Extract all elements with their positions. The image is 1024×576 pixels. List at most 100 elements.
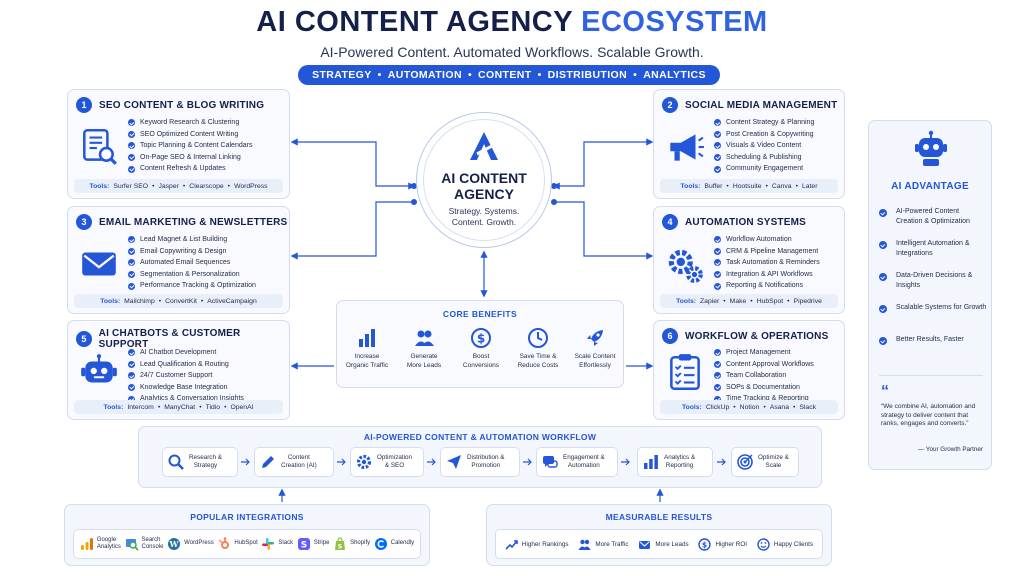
svg-text:$: $ xyxy=(702,540,707,549)
pillar-analytics: ANALYTICS xyxy=(643,69,706,81)
svg-text:S: S xyxy=(301,541,307,551)
arrow-right-icon xyxy=(717,458,726,466)
results-row: Higher Rankings More Traffic More Leads … xyxy=(495,529,823,559)
result-more-traffic: More Traffic xyxy=(578,538,628,551)
mail-icon xyxy=(639,540,651,549)
list-item: Automated Email Sequences xyxy=(128,257,256,269)
megaphone-icon xyxy=(670,134,704,161)
calendly-icon xyxy=(374,538,387,550)
list-item: Analytics & Conversation Insights xyxy=(128,393,244,405)
quote-mark: “ xyxy=(881,383,889,400)
card-title: AUTOMATION SYSTEMS xyxy=(685,216,807,228)
result-higher-rankings: Higher Rankings xyxy=(505,538,568,551)
list-item: Reporting & Notifications xyxy=(714,280,820,292)
card-bullets: Keyword Research & Clustering SEO Optimi… xyxy=(128,117,252,175)
measurable-results: MEASURABLE RESULTS Higher Rankings More … xyxy=(486,504,832,566)
robot-icon xyxy=(915,130,947,166)
arrow-right-icon xyxy=(241,458,250,466)
seo-document-search-icon xyxy=(83,128,117,165)
dollar-icon: $ xyxy=(698,537,712,551)
workflow-step-engagement: Engagement &Automation xyxy=(536,447,618,477)
card-tools: Tools:Buffer•Hootsuite•Canva•Later xyxy=(660,179,838,193)
workflow-title: AI-POWERED CONTENT & AUTOMATION WORKFLOW xyxy=(363,432,597,442)
list-item: Segmentation & Personalization xyxy=(128,269,256,281)
card-number: 2 xyxy=(662,97,678,113)
list-item: Email Copywriting & Design xyxy=(128,246,256,258)
title-accent: ECOSYSTEM xyxy=(581,6,768,38)
arrow-right-icon xyxy=(621,458,630,466)
advantage-title: AI ADVANTAGE xyxy=(891,181,969,192)
ai-advantage-panel: AI ADVANTAGE AI-Powered Content Creation… xyxy=(868,120,992,470)
card-title: SOCIAL MEDIA MANAGEMENT xyxy=(685,99,838,111)
card-social-media: 2 SOCIAL MEDIA MANAGEMENT Content Strateg… xyxy=(653,89,845,199)
card-bullets: Content Strategy & Planning Post Creatio… xyxy=(714,117,814,175)
svg-text:W: W xyxy=(169,539,180,549)
pillar-separator: • xyxy=(537,69,542,81)
card-workflow-operations: 6 WORKFLOW & OPERATIONS Project Managemen… xyxy=(653,320,845,420)
arrow-right-icon xyxy=(427,458,436,466)
title-main: AI CONTENT AGENCY xyxy=(256,6,573,38)
list-item: SEO Optimized Content Writing xyxy=(128,129,252,141)
list-item: Intelligent Automation & Integrations xyxy=(879,239,987,259)
list-item: CRM & Pipeline Management xyxy=(714,246,820,258)
arrow-right-icon xyxy=(523,458,532,466)
list-item: Topic Planning & Content Calendars xyxy=(128,140,252,152)
users-icon xyxy=(578,539,591,550)
pillar-separator: • xyxy=(467,69,473,81)
list-item: Lead Magnet & List Building xyxy=(128,234,256,246)
workflow-step-optimize-scale: Optimize &Scale xyxy=(731,447,799,477)
integration-stripe: S Stripe xyxy=(297,537,329,551)
divider xyxy=(879,375,983,376)
gears-icon xyxy=(668,249,703,283)
clock-icon xyxy=(528,328,548,348)
card-tools: Tools:Surfer SEO•Jasper•Clearscope•WordP… xyxy=(74,179,283,193)
list-item: Time Tracking & Reporting xyxy=(714,393,814,405)
card-number: 1 xyxy=(76,97,92,113)
hubspot-icon xyxy=(218,537,230,549)
list-item: Content Refresh & Updates xyxy=(128,163,252,175)
target-icon xyxy=(737,454,753,470)
rocket-icon xyxy=(587,330,603,346)
list-item: Data-Driven Decisions & Insights xyxy=(879,271,987,291)
result-happy-clients: Happy Clients xyxy=(757,537,813,551)
pillar-separator: • xyxy=(633,69,638,81)
list-item: Better Results, Faster xyxy=(879,335,987,345)
card-tools: Tools:Mailchimp•ConvertKit•ActiveCampaig… xyxy=(74,294,283,308)
card-number: 3 xyxy=(76,214,92,230)
card-tools: Tools:Zapier•Make•HubSpot•Pipedrive xyxy=(660,294,838,308)
workflow-step-analytics: Analytics &Reporting xyxy=(637,447,713,477)
card-bullets: Workflow Automation CRM & Pipeline Manag… xyxy=(714,234,820,292)
list-item: Lead Qualification & Routing xyxy=(128,359,244,371)
bar-chart-icon xyxy=(644,455,658,469)
card-number: 6 xyxy=(662,328,678,344)
smile-icon xyxy=(757,537,770,551)
slack-icon xyxy=(262,538,275,550)
search-console-icon xyxy=(125,539,139,551)
trend-up-icon xyxy=(505,539,518,550)
chat-icon xyxy=(543,456,558,468)
list-item: Project Management xyxy=(714,347,814,359)
testimonial-author: — Your Growth Partner xyxy=(917,446,983,453)
list-item: Scheduling & Publishing xyxy=(714,152,814,164)
card-title: WORKFLOW & OPERATIONS xyxy=(685,330,829,342)
integrations-title: POPULAR INTEGRATIONS xyxy=(190,512,304,522)
result-more-leads: More Leads xyxy=(638,538,689,551)
page-subtitle: AI-Powered Content. Automated Workflows.… xyxy=(320,44,704,60)
chatbot-robot-icon xyxy=(81,354,117,383)
card-tools: Tools:ClickUp•Notion•Asana•Slack xyxy=(660,400,838,414)
list-item: Content Strategy & Planning xyxy=(714,117,814,129)
center-subtitle: Strategy. Systems.Content. Growth. xyxy=(448,206,520,227)
shopify-icon: S xyxy=(335,537,346,551)
benefits-title: CORE BENEFITS xyxy=(442,309,518,319)
list-item: Post Creation & Copywriting xyxy=(714,129,814,141)
list-item: Integration & API Workflows xyxy=(714,269,820,281)
